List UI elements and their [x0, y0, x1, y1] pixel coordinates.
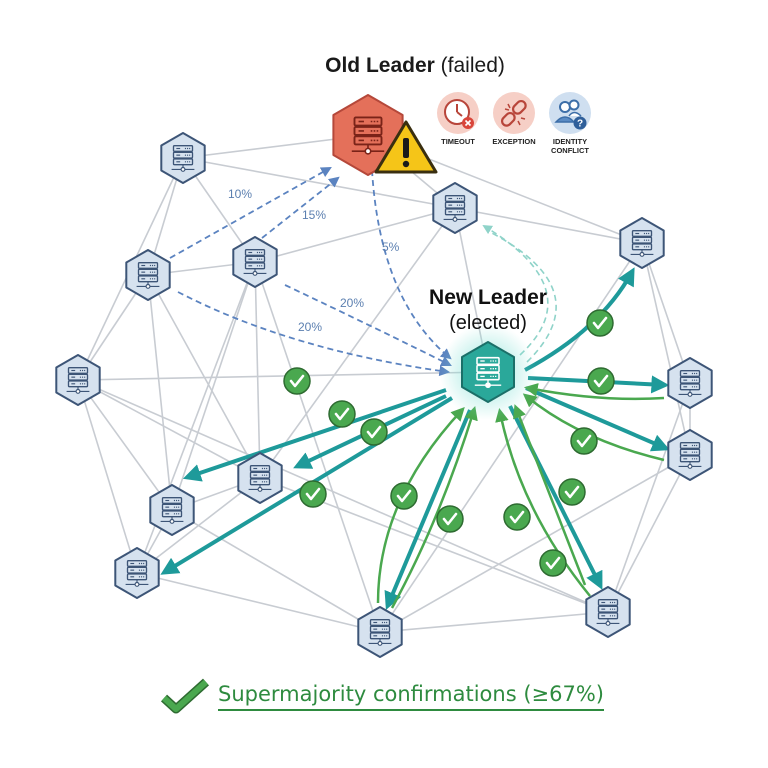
- server-node[interactable]: [125, 249, 171, 301]
- confirmation-checks: [283, 309, 615, 577]
- clock-icon: [437, 92, 479, 134]
- old-leader-title: Old Leader (failed): [0, 54, 768, 78]
- vote-percent-label: 20%: [298, 320, 323, 334]
- server-node[interactable]: [237, 452, 283, 504]
- new-leader-title: New Leader (elected): [388, 286, 588, 335]
- vote-arrows: [169, 166, 557, 377]
- vote-arrow: [284, 284, 452, 366]
- broadcast-arrow: [384, 409, 472, 610]
- confirmation-arrow: [495, 407, 591, 597]
- server-node[interactable]: [619, 217, 665, 269]
- mesh-link: [77, 379, 138, 574]
- check-badge-icon: [390, 482, 418, 510]
- failure-timeout: TIMEOUT: [428, 92, 488, 146]
- mesh-link: [607, 454, 691, 613]
- confirmation-arrow: [522, 393, 665, 462]
- broadcast-arrow: [508, 405, 603, 590]
- old-leader-title-bold: Old Leader: [325, 54, 435, 77]
- check-badge-icon: [570, 427, 598, 455]
- server-node[interactable]: [667, 357, 713, 409]
- mesh-link: [641, 242, 691, 384]
- vote-arrow: [371, 169, 452, 360]
- check-badge-icon: [587, 367, 615, 395]
- broadcast-arrow: [182, 388, 447, 482]
- check-badge-icon: [539, 549, 567, 577]
- new-leader-status: (elected): [449, 312, 527, 334]
- vote-arrow-dashed-teal: [489, 231, 557, 363]
- server-node[interactable]: [667, 429, 713, 481]
- check-badge-icon: [283, 367, 311, 395]
- failure-identity-conflict: ? IDENTITY CONFLICT: [540, 92, 600, 155]
- check-badge-icon: [299, 480, 327, 508]
- mesh-link: [136, 572, 381, 633]
- mesh-link: [379, 454, 691, 633]
- server-node[interactable]: [357, 606, 403, 658]
- mesh-link: [147, 274, 261, 479]
- mesh-link: [454, 207, 643, 244]
- footer-label: Supermajority confirmations (≥67%): [218, 682, 604, 711]
- server-node[interactable]: [55, 354, 101, 406]
- confirmation-arrow: [513, 404, 587, 586]
- mesh-link: [259, 207, 456, 479]
- mesh-link: [254, 261, 381, 633]
- check-badge-icon: [558, 478, 586, 506]
- check-mark-icon: [160, 678, 210, 714]
- new-leader-title-text: New Leader: [429, 286, 547, 309]
- vote-percent-label: 15%: [302, 208, 327, 222]
- server-node[interactable]: [432, 182, 478, 234]
- svg-text:?: ?: [577, 119, 583, 130]
- mesh-link: [77, 379, 173, 511]
- server-node[interactable]: [149, 484, 195, 536]
- mesh-link: [182, 157, 456, 209]
- check-badge-icon: [328, 400, 356, 428]
- vote-arrow: [177, 291, 451, 377]
- vote-arrow: [169, 166, 332, 259]
- vote-arrow-dashed-teal: [482, 225, 549, 356]
- vote-percent-label: 10%: [228, 187, 253, 201]
- warning-triangle-icon: [374, 120, 438, 174]
- mesh-link: [77, 371, 489, 381]
- old-leader-status: (failed): [440, 54, 505, 77]
- mesh-link: [136, 477, 261, 574]
- broadcast-arrow: [525, 386, 670, 452]
- confirmation-arrow: [390, 406, 478, 609]
- mesh-link: [147, 274, 173, 511]
- mesh-link: [379, 611, 609, 633]
- mesh-link: [171, 509, 381, 633]
- mesh-link: [254, 261, 261, 479]
- check-badge-icon: [503, 503, 531, 531]
- users-question-icon: ?: [549, 92, 591, 134]
- check-badge-icon: [360, 418, 388, 446]
- failure-label: TIMEOUT: [441, 137, 475, 146]
- server-node[interactable]: [114, 547, 160, 599]
- failure-exception: EXCEPTION: [484, 92, 544, 146]
- vote-percent-label: 20%: [340, 296, 365, 310]
- check-badge-icon: [436, 505, 464, 533]
- mesh-link: [379, 242, 643, 633]
- new-leader-node[interactable]: [461, 341, 515, 403]
- mesh-link: [607, 382, 691, 613]
- vote-arrow: [261, 176, 340, 239]
- vote-percent-label: 5%: [382, 240, 400, 254]
- server-node[interactable]: [160, 132, 206, 184]
- failure-label: EXCEPTION: [492, 137, 536, 146]
- confirmation-arrow: [523, 383, 665, 401]
- failure-label: IDENTITY CONFLICT: [551, 137, 589, 155]
- server-node[interactable]: [585, 586, 631, 638]
- footer-legend: Supermajority confirmations (≥67%): [160, 676, 604, 716]
- broken-link-icon: [493, 92, 535, 134]
- check-badge-icon: [586, 309, 614, 337]
- mesh-link: [641, 242, 691, 456]
- mesh-link: [254, 207, 456, 263]
- mesh-link: [77, 379, 609, 613]
- server-node[interactable]: [232, 236, 278, 288]
